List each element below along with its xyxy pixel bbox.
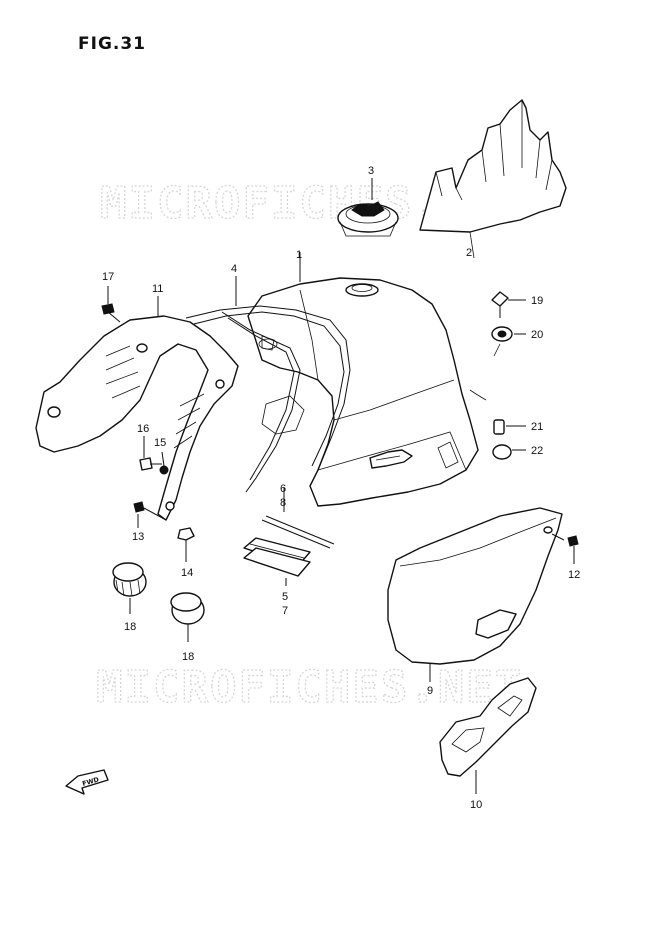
callout-3: 3: [368, 165, 374, 177]
callout-1: 1: [296, 249, 302, 261]
callout-20: 20: [531, 329, 543, 341]
callout-5: 5: [282, 591, 288, 603]
forward-arrow-icon: FWD: [65, 769, 109, 795]
callout-12: 12: [568, 569, 580, 581]
part-5-7-cushion: [243, 537, 311, 586]
part-22-grommet: [492, 444, 526, 460]
part-3-fuel-cap: [337, 178, 399, 237]
callout-16: 16: [137, 423, 149, 435]
part-1-fuel-tank: [247, 252, 487, 507]
callout-4: 4: [231, 263, 237, 275]
part-18-cushion-a: [112, 562, 147, 614]
callout-13: 13: [132, 531, 144, 543]
part-20-collar: [491, 326, 526, 357]
callout-18-b: 18: [182, 651, 194, 663]
callout-11: 11: [152, 283, 163, 295]
figure-title: FIG.31: [78, 34, 147, 54]
part-2-shroud: [419, 99, 567, 259]
part-6-8-band: [261, 488, 335, 549]
callout-18-a: 18: [124, 621, 136, 633]
part-12-screw: [551, 533, 579, 564]
part-9-side-cover: [387, 507, 563, 682]
watermark-bottom: MICROFICHES.NET: [96, 662, 523, 713]
callout-6: 6: [280, 483, 286, 495]
callout-10: 10: [470, 799, 482, 811]
callout-17: 17: [102, 271, 114, 283]
part-17-bolt: [101, 286, 121, 323]
callout-19: 19: [531, 295, 543, 307]
callout-2: 2: [466, 247, 472, 259]
part-14-nut: [177, 527, 195, 562]
part-4-seal-strip: [185, 276, 351, 493]
callout-9: 9: [427, 685, 433, 697]
part-18-cushion-b: [170, 592, 205, 642]
callout-21: 21: [531, 421, 543, 433]
part-15-washer: [159, 451, 169, 475]
part-19-screw: [491, 291, 526, 318]
part-10-emblem: [439, 677, 537, 794]
callout-14: 14: [181, 567, 193, 579]
callout-7: 7: [282, 605, 288, 617]
part-13-bolt: [133, 501, 167, 528]
callout-15: 15: [154, 437, 166, 449]
callout-8: 8: [280, 497, 286, 509]
part-21-spacer: [493, 419, 526, 435]
callout-22: 22: [531, 445, 543, 457]
part-16-bolt: [139, 436, 162, 471]
part-11-frame-cover: [35, 296, 239, 521]
